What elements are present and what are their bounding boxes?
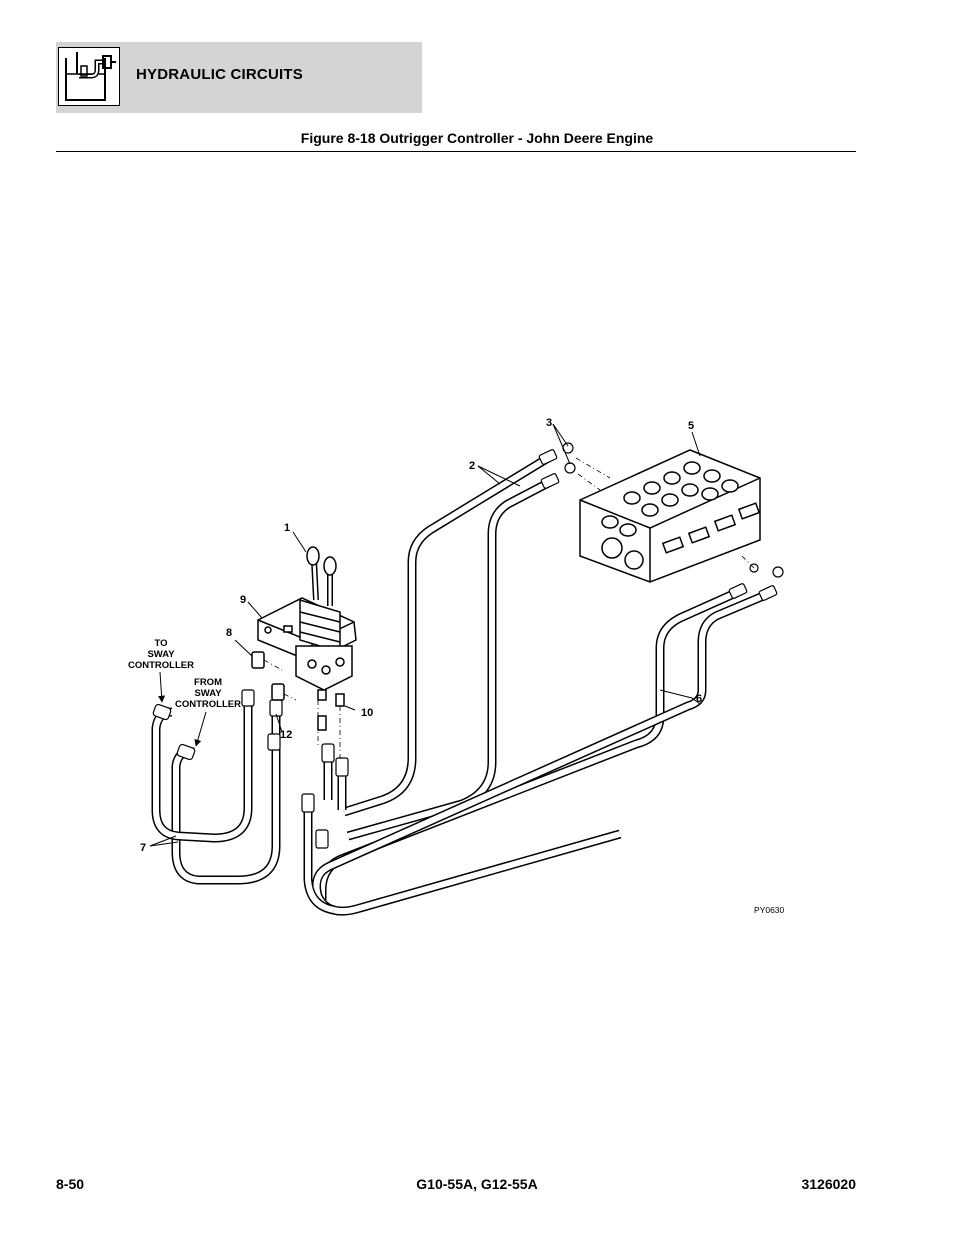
- note-from-line-1: FROM: [194, 677, 222, 688]
- outrigger-joystick: [251, 546, 357, 731]
- leader-lines: [149, 423, 701, 847]
- figure-code: PY0630: [754, 905, 785, 915]
- model-number: G10-55A, G12-55A: [416, 1176, 538, 1192]
- callout-10: 10: [361, 707, 373, 719]
- callout-8: 8: [226, 627, 232, 639]
- hose-7-outer: [171, 708, 281, 885]
- note-to-line-2: SWAY: [147, 649, 175, 660]
- hose-2-left: [342, 454, 551, 817]
- hose-7-inner: [151, 700, 253, 843]
- hose-fittings: [152, 442, 784, 849]
- callout-1: 1: [284, 522, 290, 534]
- callout-5: 5: [688, 420, 694, 432]
- callout-7: 7: [140, 842, 146, 854]
- callout-3: 3: [546, 417, 552, 429]
- figure-title: Figure 8-18 Outrigger Controller - John …: [300, 130, 654, 146]
- title-rule: [56, 151, 856, 152]
- callout-2: 2: [469, 460, 475, 472]
- hose-6-upper: [317, 587, 740, 900]
- note-from-line-2: SWAY: [194, 688, 222, 699]
- note-from-sway-controller: FROM SWAY CONTROLLER: [175, 677, 241, 710]
- control-valve-block: [579, 449, 761, 583]
- note-to-sway-controller: TO SWAY CONTROLLER: [128, 638, 194, 671]
- callout-9: 9: [240, 594, 246, 606]
- note-from-line-3: CONTROLLER: [175, 699, 241, 710]
- hydraulic-reservoir-icon: [58, 47, 120, 106]
- note-to-line-3: CONTROLLER: [128, 660, 194, 671]
- note-to-line-1: TO: [154, 638, 167, 649]
- section-title: HYDRAULIC CIRCUITS: [136, 66, 303, 83]
- hose-drop-left: [303, 800, 335, 915]
- callout-6: 6: [696, 693, 702, 705]
- document-number: 3126020: [801, 1176, 856, 1192]
- hose-6-lower: [312, 589, 770, 916]
- port-center-lines: [263, 457, 757, 760]
- callout-12: 12: [280, 729, 292, 741]
- page-number: 8-50: [56, 1176, 85, 1192]
